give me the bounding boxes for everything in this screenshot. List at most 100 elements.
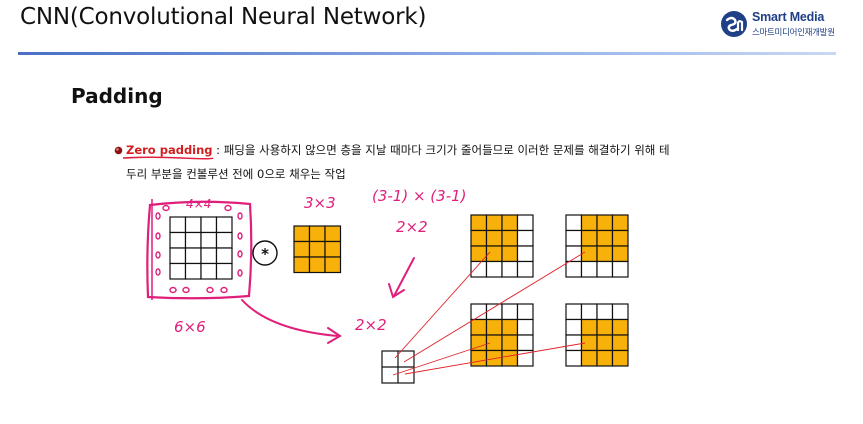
input-cell	[184, 216, 202, 234]
handwritten-formula: (3-1) × (3-1)	[372, 187, 467, 205]
window-example-1	[470, 214, 534, 278]
filter-cell	[293, 240, 311, 258]
input-cell	[169, 216, 187, 234]
window-cell	[580, 303, 598, 321]
window-cell	[611, 245, 629, 263]
page-title: CNN(Convolutional Neural Network)	[20, 4, 427, 30]
filter-cell	[293, 225, 311, 243]
window-cell	[516, 303, 534, 321]
window-cell	[596, 245, 614, 263]
input-cell	[200, 216, 218, 234]
zero-marks	[155, 204, 243, 294]
window-cell	[501, 303, 519, 321]
window-cell	[565, 260, 583, 278]
window-cell	[470, 229, 488, 247]
window-cell	[470, 260, 488, 278]
input-cell	[169, 231, 187, 249]
window-cell	[580, 349, 598, 367]
handwritten-padded-top-label: 4×4	[186, 197, 211, 211]
definition-line-2: 두리 부분을 컨볼루션 전에 0으로 채우는 작업	[126, 167, 346, 181]
smart-media-logo-icon	[721, 11, 747, 37]
input-cell	[200, 247, 218, 265]
window-cell	[611, 214, 629, 232]
window-cell	[470, 245, 488, 263]
filter-cell	[293, 256, 311, 274]
filter-cell	[308, 240, 326, 258]
title-divider	[18, 52, 836, 55]
window-cell	[516, 229, 534, 247]
logo-name: Smart Media	[752, 10, 825, 24]
input-cell	[200, 262, 218, 280]
padded-input: 4×4	[146, 197, 253, 300]
window-cell	[611, 334, 629, 352]
window-cell	[485, 318, 503, 336]
input-cell	[184, 247, 202, 265]
window-cell	[501, 334, 519, 352]
filter-cell	[324, 256, 342, 274]
window-cell	[485, 334, 503, 352]
term-zero-padding: Zero padding	[126, 143, 213, 157]
arrow-down	[393, 257, 415, 297]
input-cell	[215, 247, 233, 265]
window-example-2	[565, 214, 629, 278]
window-cell	[485, 214, 503, 232]
window-cell	[596, 260, 614, 278]
window-cell	[485, 303, 503, 321]
operator-symbol: *	[261, 245, 269, 263]
window-cell	[470, 349, 488, 367]
window-cell	[516, 318, 534, 336]
input-grid-4x4	[169, 216, 233, 280]
input-cell	[200, 231, 218, 249]
window-cell	[565, 349, 583, 367]
window-cell	[596, 229, 614, 247]
filter-grid-3x3	[293, 225, 342, 274]
window-cell	[516, 260, 534, 278]
window-cell	[516, 214, 534, 232]
window-cell	[485, 229, 503, 247]
window-cell	[580, 245, 598, 263]
section-title: Padding	[71, 84, 163, 108]
handwritten-arrows	[241, 257, 415, 344]
window-cell	[565, 214, 583, 232]
window-cell	[580, 318, 598, 336]
window-cell	[611, 260, 629, 278]
window-cell	[565, 303, 583, 321]
mapping-lines	[392, 251, 586, 376]
window-cell	[611, 303, 629, 321]
output-grid-2x2	[381, 350, 415, 384]
window-example-3	[470, 303, 534, 367]
brand-logo: Smart Media 스마트미디어인재개발원	[720, 8, 850, 44]
input-cell	[215, 262, 233, 280]
window-cell	[565, 334, 583, 352]
input-cell	[184, 262, 202, 280]
window-cell	[611, 349, 629, 367]
window-cell	[501, 214, 519, 232]
window-cell	[470, 303, 488, 321]
input-cell	[169, 247, 187, 265]
convolution-operator: *	[252, 240, 278, 266]
window-cell	[580, 229, 598, 247]
arrow-to-output	[241, 299, 339, 337]
window-cell	[501, 229, 519, 247]
window-cell	[611, 318, 629, 336]
window-cell	[596, 334, 614, 352]
handwritten-output-label-2: 2×2	[355, 316, 387, 334]
window-example-4	[565, 303, 629, 367]
window-cell	[501, 349, 519, 367]
window-cell	[596, 303, 614, 321]
window-cell	[580, 260, 598, 278]
window-cell	[501, 245, 519, 263]
logo-subtitle: 스마트미디어인재개발원	[752, 28, 835, 38]
handwritten-output-label: 2×2	[396, 218, 428, 236]
window-cell	[611, 229, 629, 247]
handwritten-padded-size: 6×6	[174, 318, 206, 336]
window-cell	[501, 318, 519, 336]
definition-line-1: Zero padding : 패딩을 사용하지 않으면 층을 지날 때마다 크기…	[126, 142, 670, 158]
handwritten-underline	[122, 156, 214, 160]
filter-cell	[308, 225, 326, 243]
definition-text-1: : 패딩을 사용하지 않으면 층을 지날 때마다 크기가 줄어들므로 이러한 문…	[212, 143, 670, 157]
input-cell	[169, 262, 187, 280]
input-cell	[215, 231, 233, 249]
window-cell	[501, 260, 519, 278]
